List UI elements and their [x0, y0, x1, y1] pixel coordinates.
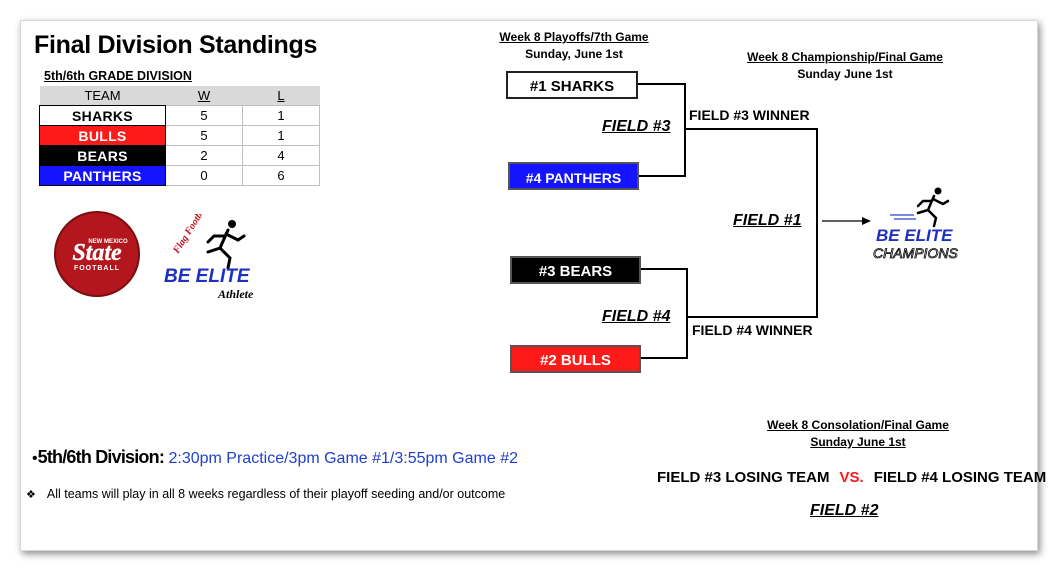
champions-be-elite-text: BE ELITE: [876, 226, 953, 245]
logo-top-text: NEW MEXICO: [88, 239, 128, 245]
schedule-line: •5th/6th Division: 2:30pm Practice/3pm G…: [32, 447, 518, 468]
page-title: Final Division Standings: [34, 31, 318, 59]
standings-table: TEAM W L SHARKS 5 1 BULLS 5 1 BEARS 2 4 …: [39, 86, 320, 186]
schedule-division: 5th/6th Division:: [37, 447, 165, 467]
champions-text: CHAMPIONS: [873, 245, 958, 261]
losses-cell: 1: [242, 125, 320, 146]
schedule-note-text: All teams will play in all 8 weeks regar…: [46, 487, 506, 501]
wins-cell: 5: [165, 125, 243, 146]
consolation-title: Week 8 Consolation/Final Game: [767, 418, 949, 432]
consolation-matchup: FIELD #3 LOSING TEAM VS. FIELD #4 LOSING T…: [657, 469, 1046, 486]
table-row: PANTHERS 0 6: [39, 165, 320, 186]
table-row: SHARKS 5 1: [39, 105, 320, 126]
consolation-header: Week 8 Consolation/Final Game Sunday Jun…: [745, 417, 971, 451]
field-4-label: FIELD #4: [602, 308, 671, 325]
table-row: BEARS 2 4: [39, 145, 320, 166]
championship-title: Week 8 Championship/Final Game: [747, 50, 943, 64]
wins-cell: 2: [165, 145, 243, 166]
runner-icon: [916, 187, 950, 228]
bracket-line: [684, 83, 686, 177]
flag-football-text: Flag Football: [171, 214, 211, 256]
bracket-line: [816, 128, 818, 318]
wins-cell: 0: [165, 165, 243, 186]
logo-main-text: State: [72, 240, 122, 266]
field-4-winner-label: FIELD #4 WINNER: [692, 322, 813, 338]
bracket-line: [641, 357, 687, 359]
bracket-line: [686, 316, 818, 318]
arrow-right-icon: [822, 217, 871, 225]
team-cell-sharks: SHARKS: [39, 105, 166, 126]
logo-bottom-text: FOOTBALL: [74, 265, 120, 272]
bullet-dot: •: [32, 450, 38, 467]
be-elite-text: BE ELITE: [164, 266, 251, 287]
seed-1-sharks: #1 SHARKS: [506, 71, 638, 99]
be-elite-athlete-logo: Flag Football BE ELITE Athlete: [164, 214, 254, 301]
wins-cell: 5: [165, 105, 243, 126]
losses-cell: 4: [242, 145, 320, 166]
bracket-line: [639, 175, 685, 177]
bracket-line: [684, 128, 818, 130]
field-2-label: FIELD #2: [810, 502, 879, 519]
bracket-line: [638, 83, 685, 85]
losses-cell: 1: [242, 105, 320, 126]
team-cell-bears: BEARS: [39, 145, 166, 166]
consolation-left-team: FIELD #3 LOSING TEAM: [657, 469, 830, 486]
table-row: BULLS 5 1: [39, 125, 320, 146]
team-cell-panthers: PANTHERS: [39, 165, 166, 186]
field-3-winner-label: FIELD #3 WINNER: [689, 107, 810, 123]
losses-cell: 6: [242, 165, 320, 186]
diamond-bullet-icon: ❖: [26, 489, 36, 501]
consolation-right-team: FIELD #4 LOSING TEAM: [873, 469, 1047, 486]
championship-header: Week 8 Championship/Final Game Sunday Ju…: [730, 49, 960, 83]
seed-2-bulls: #2 BULLS: [510, 345, 641, 373]
division-label: 5th/6th GRADE DIVISION: [44, 69, 192, 83]
field-3-label: FIELD #3: [602, 118, 671, 135]
speed-lines: [890, 214, 916, 220]
bracket-line: [686, 268, 688, 359]
field-1-label: FIELD #1: [733, 212, 802, 229]
be-elite-champions-logo: BE ELITE CHAMPIONS: [873, 187, 959, 261]
seed-4-panthers: #4 PANTHERS: [508, 162, 639, 190]
team-column-header: TEAM: [39, 86, 166, 106]
playoffs-title: Week 8 Playoffs/7th Game: [499, 30, 649, 44]
losses-column-header: L: [242, 86, 320, 106]
wins-column-header: W: [165, 86, 243, 106]
playoffs-header: Week 8 Playoffs/7th Game Sunday, June 1s…: [484, 29, 664, 63]
schedule-times: 2:30pm Practice/3pm Game #1/3:55pm Game …: [168, 450, 518, 467]
runner-icon: [206, 220, 246, 270]
playoffs-date: Sunday, June 1st: [525, 47, 623, 61]
championship-date: Sunday June 1st: [797, 67, 893, 81]
nm-state-football-logo: NEW MEXICO State FOOTBALL: [54, 211, 140, 297]
team-cell-bulls: BULLS: [39, 125, 166, 146]
bracket-line: [641, 268, 687, 270]
schedule-note: ❖ All teams will play in all 8 weeks rega…: [26, 487, 505, 501]
consolation-date: Sunday June 1st: [810, 435, 906, 449]
versus-label: VS.: [839, 469, 864, 486]
athlete-text: Athlete: [217, 287, 254, 301]
standings-header-row: TEAM W L: [39, 86, 320, 106]
seed-3-bears: #3 BEARS: [510, 256, 641, 284]
